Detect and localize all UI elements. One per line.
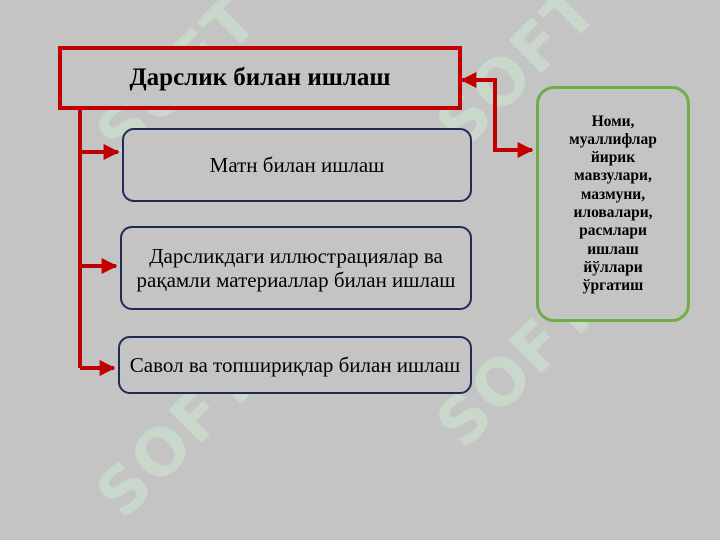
diagram-title: Дарслик билан ишлаш xyxy=(129,64,391,91)
item-label: Матн билан ишлаш xyxy=(209,152,385,177)
side-note-text: Номи, муаллифлар йирик мавзулари, мазмун… xyxy=(569,112,657,295)
item-box-illustrations: Дарсликдаги иллюстрациялар ва рақамли ма… xyxy=(120,226,472,310)
item-box-text: Матн билан ишлаш xyxy=(122,128,472,202)
arrow-to-title xyxy=(460,72,497,150)
item-box-questions: Савол ва топшириқлар билан ишлаш xyxy=(118,336,472,394)
side-note-box: Номи, муаллифлар йирик мавзулари, мазмун… xyxy=(536,86,690,322)
item-label: Савол ва топшириқлар билан ишлаш xyxy=(129,352,461,377)
diagram-title-box: Дарслик билан ишлаш xyxy=(58,46,462,110)
item-label: Дарсликдаги иллюстрациялар ва рақамли ма… xyxy=(136,243,456,292)
